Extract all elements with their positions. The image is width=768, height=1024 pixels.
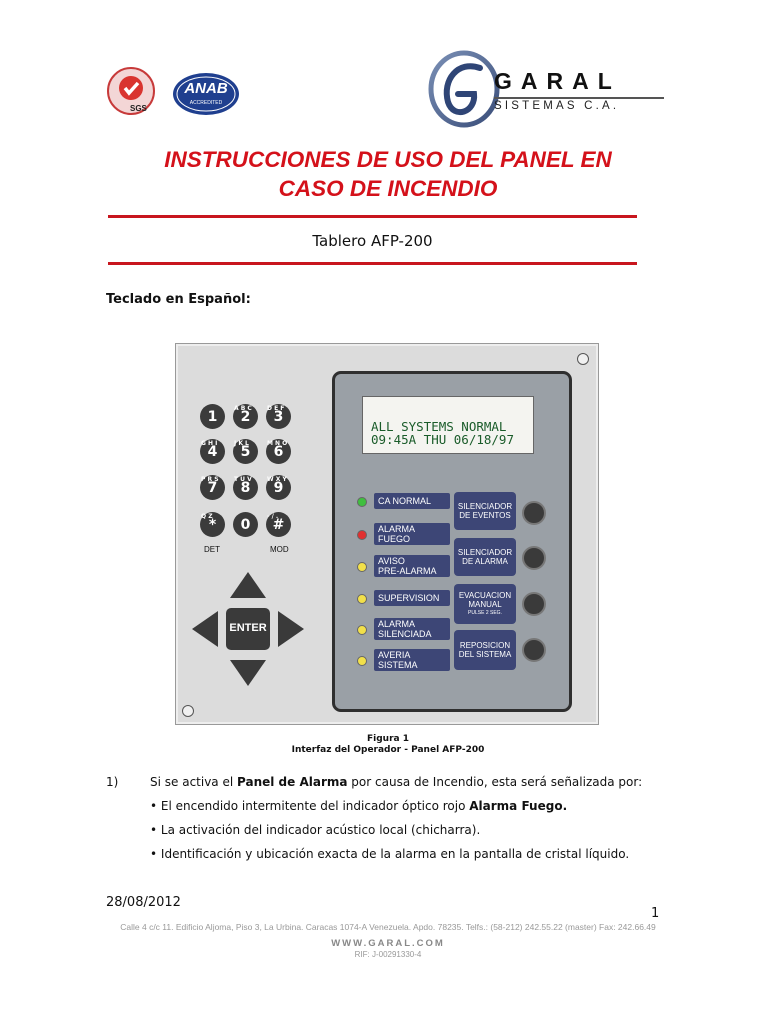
keyboard-section-label: Teclado en Español: (106, 292, 251, 307)
screw-bottom-left (182, 705, 194, 717)
keypad-key: *Q Z (200, 512, 225, 537)
iso-sgs-logo: SGS (106, 66, 156, 116)
key-label: 2 (240, 408, 251, 425)
key-label: 7 (207, 479, 218, 496)
footer-address: Calle 4 c/c 11. Edificio Aljoma, Piso 3,… (120, 922, 656, 932)
lcd-line-1: ALL SYSTEMS NORMAL (371, 419, 507, 434)
det-label: DET (204, 545, 220, 554)
arrow-down-icon (230, 660, 266, 686)
key-label: 3 (273, 408, 284, 425)
arrow-right-icon (278, 611, 304, 647)
company-name: GARAL (494, 68, 621, 94)
key-label: 0 (240, 516, 251, 533)
bullet-item: • Identificación y ubicación exacta de l… (150, 847, 630, 861)
round-button-2 (522, 546, 546, 570)
key-label: 1 (207, 408, 218, 425)
keypad-key: #- / . (266, 512, 291, 537)
title-line-2: CASO DE INCENDIO (278, 176, 498, 201)
footer-date: 28/08/2012 (106, 895, 181, 910)
document-subtitle: Tablero AFP-200 (312, 232, 433, 250)
led-alarma-fuego (357, 530, 367, 540)
led-alarma-silenciada (357, 625, 367, 635)
anab-sub-text: ACCREDITED (189, 100, 223, 106)
sgs-text: SGS (130, 104, 147, 113)
key-label: 4 (207, 443, 218, 460)
mod-label: MOD (270, 545, 289, 554)
company-divider (494, 97, 664, 99)
key-letters: Q Z (201, 513, 213, 520)
arrow-up-icon (230, 572, 266, 598)
indicator-ca-normal: CA NORMAL (374, 493, 450, 509)
key-label: # (272, 516, 285, 533)
figure-caption-text: Interfaz del Operador - Panel AFP-200 (291, 745, 485, 755)
page-number: 1 (651, 906, 660, 921)
keypad-key: 0 (233, 512, 258, 537)
key-letters: G H I (201, 440, 218, 447)
title-line-1: INSTRUCCIONES DE USO DEL PANEL EN (164, 147, 612, 172)
key-label: 6 (273, 443, 284, 460)
company-subtitle: SISTEMAS C.A. (494, 100, 620, 112)
footer-rif: RIF: J-00291330-4 (354, 950, 422, 959)
arrow-left-icon (192, 611, 218, 647)
screw-top-right (577, 353, 589, 365)
title-rule-bottom (108, 262, 637, 265)
page-title: INSTRUCCIONES DE USO DEL PANEL EN CASO D… (100, 145, 676, 203)
anab-text: ANAB (184, 80, 228, 97)
footer-website: WWW.GARAL.COM (331, 938, 445, 949)
led-supervision (357, 594, 367, 604)
item-number: 1) (106, 775, 119, 789)
keypad-key: 1 (200, 404, 225, 429)
key-letters: - / . (267, 513, 279, 520)
key-label: 9 (273, 479, 284, 496)
key-label: * (208, 516, 217, 533)
title-rule-top (108, 215, 637, 218)
round-button-3 (522, 592, 546, 616)
item-intro: Si se activa el Panel de Alarma por caus… (150, 775, 643, 789)
garal-g-logo (428, 50, 500, 128)
led-aviso-prealarma (357, 562, 367, 572)
key-letters: W X Y (267, 476, 287, 483)
anab-logo: ANAB ACCREDITED (172, 72, 240, 116)
arrow-pad (190, 570, 306, 688)
lcd-line-2: 09:45A THU 06/18/97 (371, 432, 514, 447)
key-label: 8 (240, 479, 251, 496)
led-ca-normal (357, 497, 367, 507)
bullet-item: • La activación del indicador acústico l… (150, 823, 481, 837)
round-button-4 (522, 638, 546, 662)
enter-key-label: ENTER (229, 622, 267, 634)
key-label: 5 (240, 443, 251, 460)
figure-caption-number: Figura 1 (367, 734, 409, 744)
bullet-item: • El encendido intermitente del indicado… (150, 799, 568, 813)
key-letters: T U V (234, 476, 252, 483)
lcd-screen: ALL SYSTEMS NORMAL 09:45A THU 06/18/97 (362, 396, 534, 454)
indicator-supervision: SUPERVISION (374, 590, 450, 606)
key-letters: J K L (234, 440, 249, 447)
key-letters: P R S (201, 476, 219, 483)
key-letters: M N O (267, 440, 288, 447)
key-letters: D E F (267, 405, 285, 412)
key-letters: A B C (234, 405, 252, 412)
round-button-1 (522, 501, 546, 525)
led-averia-sistema (357, 656, 367, 666)
